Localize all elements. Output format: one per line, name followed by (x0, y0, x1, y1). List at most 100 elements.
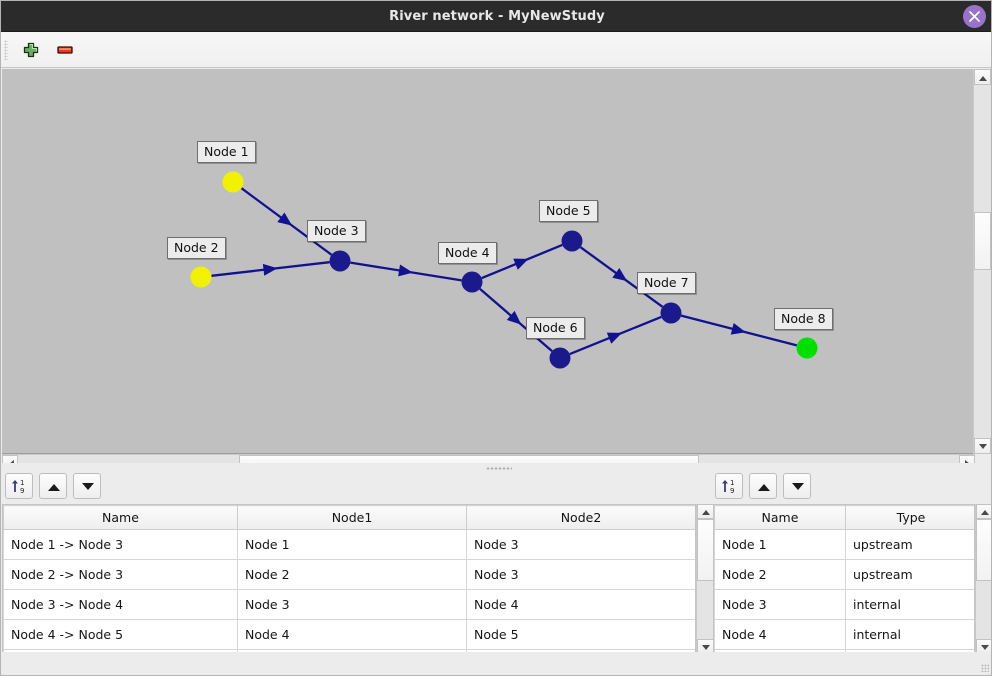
table-cell[interactable]: Node 4 (237, 619, 467, 650)
branches-move-up-button[interactable] (39, 473, 67, 499)
triangle-down-icon (82, 483, 94, 490)
toolbar-grip[interactable] (4, 40, 8, 60)
title-bar: River network - MyNewStudy (1, 1, 991, 32)
table-cell[interactable]: Node 2 (714, 559, 846, 590)
svg-text:9: 9 (20, 487, 24, 495)
sort-icon: 1 9 (722, 479, 734, 495)
branches-scroll-thumb[interactable] (697, 519, 714, 581)
nodes-vertical-scrollbar[interactable] (975, 504, 991, 654)
table-cell[interactable]: Node 4 (714, 619, 846, 650)
node-label[interactable]: Node 8 (774, 308, 833, 330)
node-label[interactable]: Node 5 (539, 200, 598, 222)
node-label[interactable]: Node 3 (307, 220, 366, 242)
column-header-3[interactable]: Node2 (466, 505, 695, 530)
table-cell[interactable]: internal (845, 619, 974, 650)
main-toolbar (1, 32, 991, 68)
table-cell[interactable]: Node 1 (714, 529, 846, 560)
table-cell[interactable]: upstream (845, 529, 974, 560)
nodes-sort-button[interactable]: 1 9 (715, 473, 743, 499)
network-graph[interactable] (2, 69, 976, 454)
nodes-scroll-up-button[interactable] (976, 504, 991, 519)
table-cell[interactable]: Node 2 (237, 559, 467, 590)
table-cell[interactable]: Node 3 (714, 589, 846, 620)
table-cell[interactable]: Node 1 -> Node 3 (3, 529, 238, 560)
table-cell[interactable] (466, 649, 695, 653)
graph-node[interactable] (796, 337, 818, 359)
branches-scroll-up-button[interactable] (697, 504, 714, 519)
table-cell[interactable]: Node 3 (466, 559, 695, 590)
splitter-grip (486, 467, 512, 470)
table-cell[interactable]: Node 4 (466, 589, 695, 620)
add-node-button[interactable] (18, 37, 44, 63)
graph-node[interactable] (190, 266, 212, 288)
table-cell[interactable]: Node 4 -> Node 5 (3, 619, 238, 650)
column-header-1[interactable]: Name (3, 505, 238, 530)
graph-node[interactable] (549, 347, 571, 369)
table-cell[interactable]: Node 2 -> Node 3 (3, 559, 238, 590)
column-header-1[interactable]: Name (714, 505, 846, 530)
nodes-scroll-thumb[interactable] (976, 519, 991, 581)
table-cell[interactable]: upstream (845, 559, 974, 590)
table-row[interactable] (714, 649, 974, 653)
graph-node[interactable] (329, 250, 351, 272)
node-label[interactable]: Node 6 (526, 317, 585, 339)
edge-arrow-icon (262, 263, 278, 276)
graph-node[interactable] (222, 171, 244, 193)
minus-icon (57, 46, 73, 54)
nodes-move-up-button[interactable] (749, 473, 777, 499)
vertical-scroll-thumb[interactable] (974, 212, 991, 270)
horizontal-splitter[interactable] (2, 463, 991, 473)
graph-node[interactable] (461, 271, 483, 293)
table-cell[interactable]: Node 1 (237, 529, 467, 560)
edge-arrow-icon (277, 212, 293, 226)
node-label[interactable]: Node 2 (167, 237, 226, 259)
branches-vertical-scrollbar[interactable] (696, 504, 714, 654)
table-cell[interactable]: Node 3 (466, 529, 695, 560)
nodes-move-down-button[interactable] (783, 473, 811, 499)
status-bar (2, 652, 991, 674)
network-diagram-canvas[interactable]: Node 1 Node 2 Node 3 Node 4 Node 5 Node 6 Node… (2, 69, 991, 454)
table-row[interactable] (3, 649, 695, 653)
close-button[interactable] (963, 5, 986, 28)
column-header-2[interactable]: Type (845, 505, 974, 530)
node-label[interactable]: Node 1 (197, 141, 256, 163)
table-cell[interactable]: internal (845, 589, 974, 620)
table-cell[interactable]: Node 5 (466, 619, 695, 650)
caret-down-icon (702, 645, 710, 650)
node-label[interactable]: Node 4 (438, 242, 497, 264)
resize-grip[interactable] (981, 664, 989, 672)
sort-icon: 1 9 (12, 479, 24, 495)
branches-move-down-button[interactable] (73, 473, 101, 499)
scroll-up-button[interactable] (974, 69, 991, 85)
scroll-down-button[interactable] (974, 438, 991, 454)
edges-layer (211, 187, 798, 356)
table-cell[interactable]: Node 3 (237, 589, 467, 620)
branches-sort-button[interactable]: 1 9 (5, 473, 33, 499)
canvas-vertical-scrollbar[interactable] (973, 69, 991, 454)
nodes-toolbar: 1 9 (715, 473, 835, 501)
table-cell[interactable]: Node 3 -> Node 4 (3, 589, 238, 620)
remove-node-button[interactable] (52, 37, 78, 63)
graph-node[interactable] (561, 230, 583, 252)
node-label[interactable]: Node 7 (637, 272, 696, 294)
column-header-2[interactable]: Node1 (237, 505, 467, 530)
table-cell[interactable] (845, 649, 974, 653)
graph-node[interactable] (660, 302, 682, 324)
